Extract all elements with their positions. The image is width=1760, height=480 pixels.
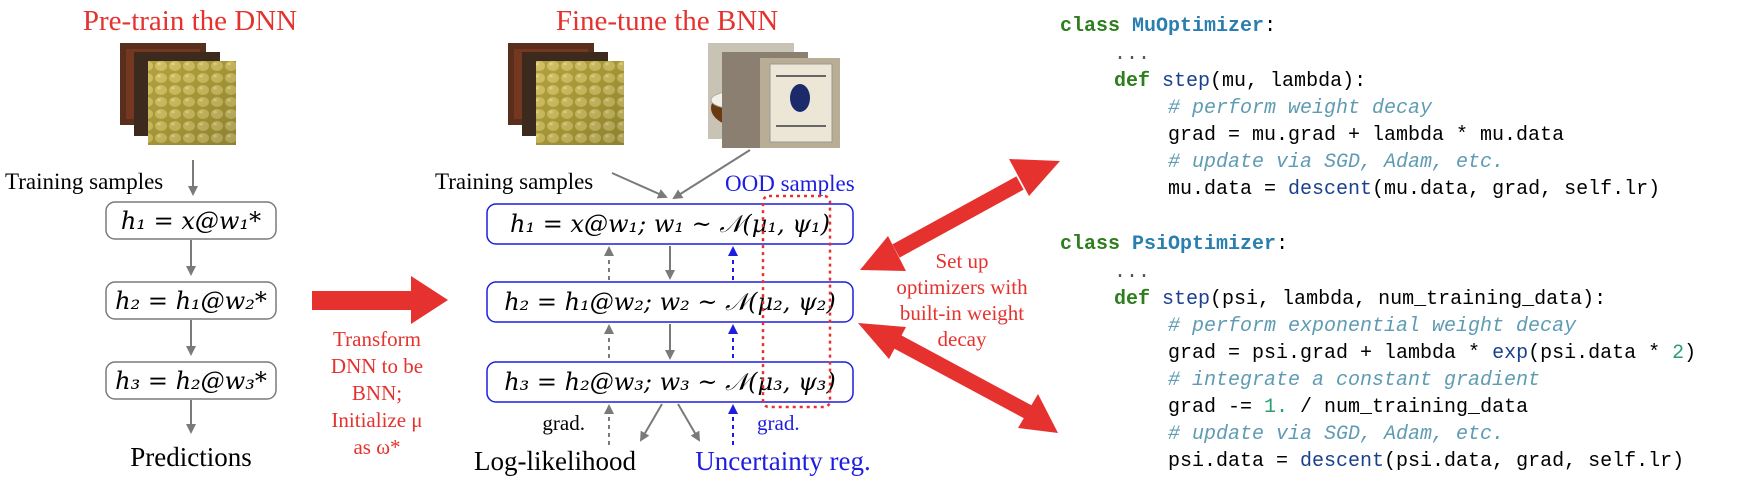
- dnn-layer-2: h₂ = h₁@w₂*: [115, 287, 267, 315]
- setup-line-3: built-in weight: [900, 301, 1024, 325]
- arrow-to-psi-optimizer: [858, 323, 1058, 433]
- code-psi-line-3-pre: psi.data =: [1168, 450, 1300, 473]
- grad-label-right: grad.: [757, 411, 800, 435]
- fn-exp: exp: [1492, 342, 1528, 365]
- keyword-class: class: [1060, 15, 1120, 38]
- arrow-mu-shaft: [892, 176, 1024, 258]
- code-mu-line-1: grad = mu.grad + lambda * mu.data: [1168, 124, 1564, 147]
- ood-card-figure: [790, 84, 810, 112]
- code-mu-line-2-pre: mu.data =: [1168, 178, 1288, 201]
- num-2: 2: [1672, 342, 1684, 365]
- code-psi-class-line: class PsiOptimizer:: [1060, 233, 1288, 256]
- left-training-label: Training samples: [5, 169, 163, 194]
- transform-line-2: DNN to be: [331, 354, 423, 378]
- fn-step-mu: step: [1162, 70, 1210, 93]
- code-psi-line-1: grad = psi.grad + lambda * exp(psi.data …: [1168, 342, 1696, 365]
- code-psi-line-2-post: / num_training_data: [1288, 396, 1528, 419]
- class-name-mu: MuOptimizer: [1132, 15, 1264, 38]
- bnn-layer-2: h₂ = h₁@w₂; w₂ ~ 𝒩(μ₂, ψ₂): [504, 288, 836, 316]
- setup-line-1: Set up: [935, 249, 988, 273]
- left-panel-title: Pre-train the DNN: [83, 5, 297, 37]
- code-mu-comment-1: # perform weight decay: [1168, 97, 1433, 120]
- setup-line-4: decay: [938, 327, 987, 351]
- setup-label: Set up optimizers with built-in weight d…: [896, 249, 1028, 351]
- code-psi-comment-3: # update via SGD, Adam, etc.: [1168, 423, 1504, 446]
- code-psi-def-line: def step(psi, lambda, num_training_data)…: [1114, 288, 1606, 311]
- arrow-psi-shaft: [892, 334, 1034, 420]
- grad-label-left: grad.: [542, 411, 585, 435]
- code-psi-comment-1: # perform exponential weight decay: [1168, 315, 1577, 338]
- transform-arrow: [312, 276, 448, 324]
- dnn-layer-3-box: [105, 361, 277, 400]
- arrow-training-to-bnn: [611, 172, 668, 199]
- middle-training-label: Training samples: [435, 169, 593, 194]
- arrow-psi-head-right: [1018, 394, 1058, 433]
- transform-label: Transform DNN to be BNN; Initialize μ as…: [331, 327, 423, 459]
- code-mu-class-line: class MuOptimizer:: [1060, 15, 1276, 38]
- image-front-shade: [148, 61, 236, 145]
- code-psi-line-3-post: (psi.data, grad, self.lr): [1384, 450, 1684, 473]
- ood-images: [708, 43, 840, 148]
- bnn-layer-3-box: [486, 361, 854, 403]
- class-name-psi: PsiOptimizer: [1132, 233, 1276, 256]
- code-psi-line-3: psi.data = descent(psi.data, grad, self.…: [1168, 450, 1684, 473]
- setup-line-2: optimizers with: [896, 275, 1028, 299]
- bnn-layer-3: h₃ = h₂@w₃; w₃ ~ 𝒩(μ₃, ψ₃): [504, 368, 836, 396]
- arrow-bnn3-to-unc: [677, 403, 701, 442]
- arrow-to-mu-optimizer: [860, 159, 1060, 271]
- ood-samples-label: OOD samples: [725, 171, 855, 196]
- code-psi-line-2-pre: grad -=: [1168, 396, 1264, 419]
- code-mu-def-line: def step(mu, lambda):: [1114, 70, 1366, 93]
- transform-line-3: BNN;: [352, 381, 402, 405]
- dnn-layer-2-box: [105, 281, 277, 320]
- middle-panel-title: Fine-tune the BNN: [556, 5, 778, 37]
- variational-params-highlight: [761, 194, 832, 409]
- code-psi-line-2: grad -= 1. / num_training_data: [1168, 396, 1528, 419]
- code-psi-line-1-post: ): [1684, 342, 1696, 365]
- code-mu-comment-2: # update via SGD, Adam, etc.: [1168, 151, 1504, 174]
- transform-line-4: Initialize μ: [331, 408, 422, 432]
- bnn-layer-1: h₁ = x@w₁; w₁ ~ 𝒩(μ₁, ψ₁): [510, 210, 830, 238]
- num-1: 1.: [1264, 396, 1288, 419]
- bnn-layer-1-box: [486, 203, 854, 245]
- fn-descent-psi: descent: [1300, 450, 1384, 473]
- loglik-label: Log-likelihood: [474, 446, 636, 476]
- bnn-layer-2-box: [486, 281, 854, 323]
- training-images-left: [120, 43, 236, 145]
- arrow-bnn3-to-loglik: [639, 403, 663, 442]
- code-psi-comment-2: # integrate a constant gradient: [1168, 369, 1540, 392]
- arrow-mu-head-right: [1009, 159, 1060, 196]
- transform-line-5: as ω*: [353, 435, 400, 459]
- keyword-class-psi: class: [1060, 233, 1120, 256]
- params-psi: (psi, lambda, num_training_data):: [1210, 288, 1606, 311]
- image-front-shade: [536, 61, 624, 145]
- dnn-layer-1-box: [105, 201, 277, 240]
- code-mu-line-2: mu.data = descent(mu.data, grad, self.lr…: [1168, 178, 1660, 201]
- fn-step-psi: step: [1162, 288, 1210, 311]
- keyword-def-psi: def: [1114, 288, 1150, 311]
- code-psi-line-1-pre: grad = psi.grad + lambda *: [1168, 342, 1492, 365]
- predictions-label: Predictions: [130, 442, 252, 472]
- code-psi-line-1-mid: (psi.data *: [1528, 342, 1672, 365]
- arrow-psi-head-left: [858, 323, 906, 359]
- dnn-layer-1: h₁ = x@w₁*: [121, 207, 261, 235]
- code-mu-ellipsis: ...: [1114, 43, 1150, 66]
- training-images-middle: [508, 43, 624, 145]
- fn-descent-mu: descent: [1288, 178, 1372, 201]
- arrow-ood-to-bnn: [672, 149, 751, 200]
- transform-line-1: Transform: [333, 327, 421, 351]
- code-panel: class MuOptimizer: ... def step(mu, lamb…: [1060, 15, 1696, 473]
- dnn-layer-3: h₃ = h₂@w₃*: [115, 367, 267, 395]
- params-mu: (mu, lambda):: [1210, 70, 1366, 93]
- keyword-def: def: [1114, 70, 1150, 93]
- arrow-mu-head-left: [860, 236, 906, 271]
- code-mu-line-2-post: (mu.data, grad, self.lr): [1372, 178, 1660, 201]
- code-psi-ellipsis: ...: [1114, 261, 1150, 284]
- uncertainty-reg-label: Uncertainty reg.: [695, 446, 870, 476]
